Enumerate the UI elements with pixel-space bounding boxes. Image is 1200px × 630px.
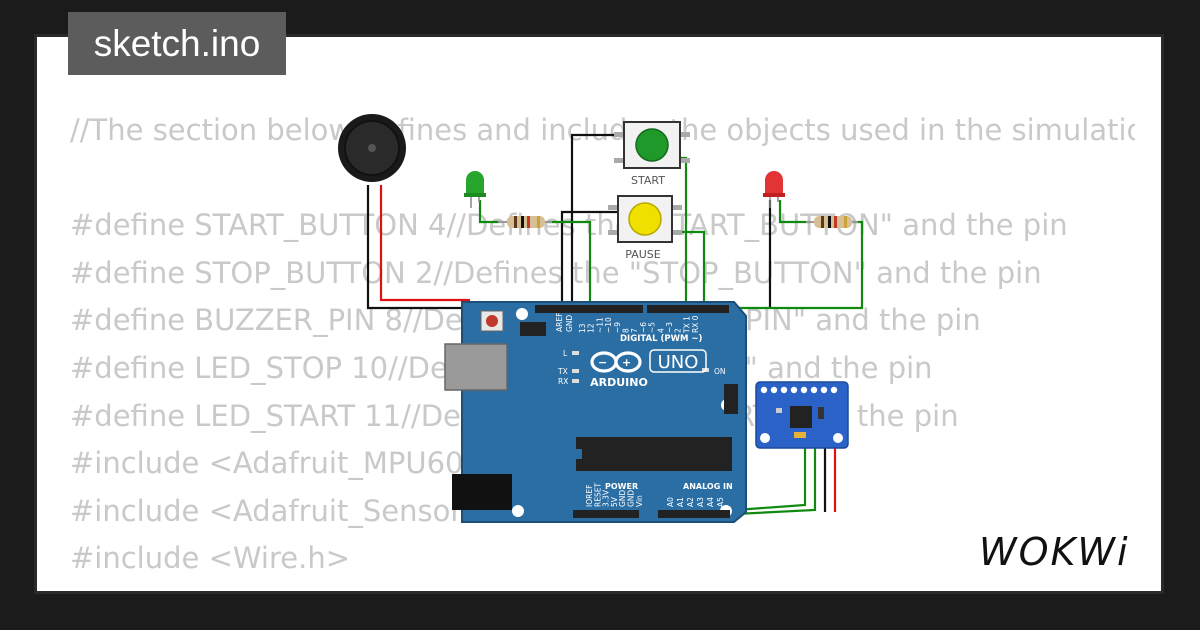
svg-text:+: + — [622, 356, 631, 369]
led-green[interactable] — [464, 171, 486, 208]
pin-label: 12 — [587, 323, 596, 333]
code-line: #include <Wire.h> — [70, 541, 351, 576]
on-led-label: ON — [714, 367, 726, 376]
pin-label: RX 0 — [691, 315, 700, 333]
wokwi-logo-text: WOKWi — [979, 530, 1130, 574]
wokwi-logo: WOKWi — [979, 530, 1130, 574]
reset-button[interactable] — [486, 315, 498, 327]
pin-label: ~9 — [613, 322, 622, 333]
code-line: #define NOTE_FA 698 //Creates a note and… — [70, 583, 1135, 591]
pin-label: ~10 — [604, 317, 613, 333]
mpu-chip — [790, 406, 812, 428]
pin-label: A4 — [706, 497, 715, 507]
power-header-label: POWER — [605, 482, 638, 491]
digital-header-label: DIGITAL (PWM ~) — [620, 334, 702, 344]
wire-led-green — [478, 200, 500, 224]
pin-label: A3 — [696, 497, 705, 507]
start-button-label: START — [631, 174, 665, 187]
pin-label: Vin — [635, 495, 644, 507]
usb-port — [444, 343, 508, 391]
resistor-green[interactable] — [498, 216, 552, 228]
mpu6050-sensor[interactable] — [755, 381, 849, 449]
buzzer[interactable] — [338, 114, 406, 182]
wire-res-green — [548, 220, 592, 308]
pin-label: ~11 — [595, 317, 604, 333]
pin-label: A1 — [676, 497, 685, 507]
l-led-label: L — [563, 349, 568, 358]
pin-label: ~3 — [665, 322, 674, 333]
analog-header-label: ANALOG IN — [683, 482, 733, 491]
start-button[interactable]: START — [614, 121, 690, 187]
resistor-red[interactable] — [806, 216, 858, 228]
pin-label: 2 — [674, 328, 683, 333]
wire-pause-gnd — [560, 210, 618, 312]
wire-led-red-2 — [778, 200, 810, 224]
pin-label: GND — [618, 490, 627, 507]
svg-text:−: − — [598, 356, 607, 369]
gnd-label: GND — [565, 315, 574, 332]
code-line: #define STOP_BUTTON 2//Defines the "STOP… — [70, 255, 1042, 290]
pin-label: TX 1 — [682, 316, 691, 334]
pin-label: RESET — [593, 483, 602, 507]
file-name-tab[interactable]: sketch.ino — [68, 12, 286, 75]
pin-label: A0 — [666, 497, 675, 507]
pin-label: 4 — [656, 328, 665, 333]
pin-label: 7 — [630, 328, 639, 333]
pin-label: 13 — [578, 323, 587, 333]
pin-label: ~6 — [639, 322, 648, 333]
wire-buzzer-black — [366, 185, 468, 310]
wire-res-red — [730, 220, 864, 310]
pin-label: ~5 — [648, 322, 657, 333]
pause-button[interactable]: PAUSE — [608, 195, 682, 261]
power-jack — [452, 474, 512, 510]
arduino-logo-icon — [590, 351, 642, 373]
atmega-chip — [576, 437, 732, 471]
board-brand-label: ARDUINO — [590, 376, 648, 389]
pin-label: A5 — [716, 497, 725, 507]
pin-label: A2 — [686, 497, 695, 507]
pin-label: 3.3V — [602, 489, 611, 507]
pin-label: GND — [627, 490, 636, 507]
tx-led-label: TX — [557, 367, 568, 376]
board-model-label: UNO — [658, 352, 699, 373]
pin-label: 8 — [622, 328, 631, 333]
led-red[interactable] — [763, 171, 785, 208]
pin-label: IOREF — [585, 485, 594, 507]
wire-pause-signal — [672, 230, 706, 308]
pin-label: 5V — [610, 496, 619, 507]
rx-led-label: RX — [558, 377, 568, 386]
file-name-label: sketch.ino — [93, 22, 261, 64]
pause-button-label: PAUSE — [625, 248, 660, 261]
wire-buzzer-red — [379, 185, 470, 302]
aref-label: AREF — [555, 313, 564, 332]
